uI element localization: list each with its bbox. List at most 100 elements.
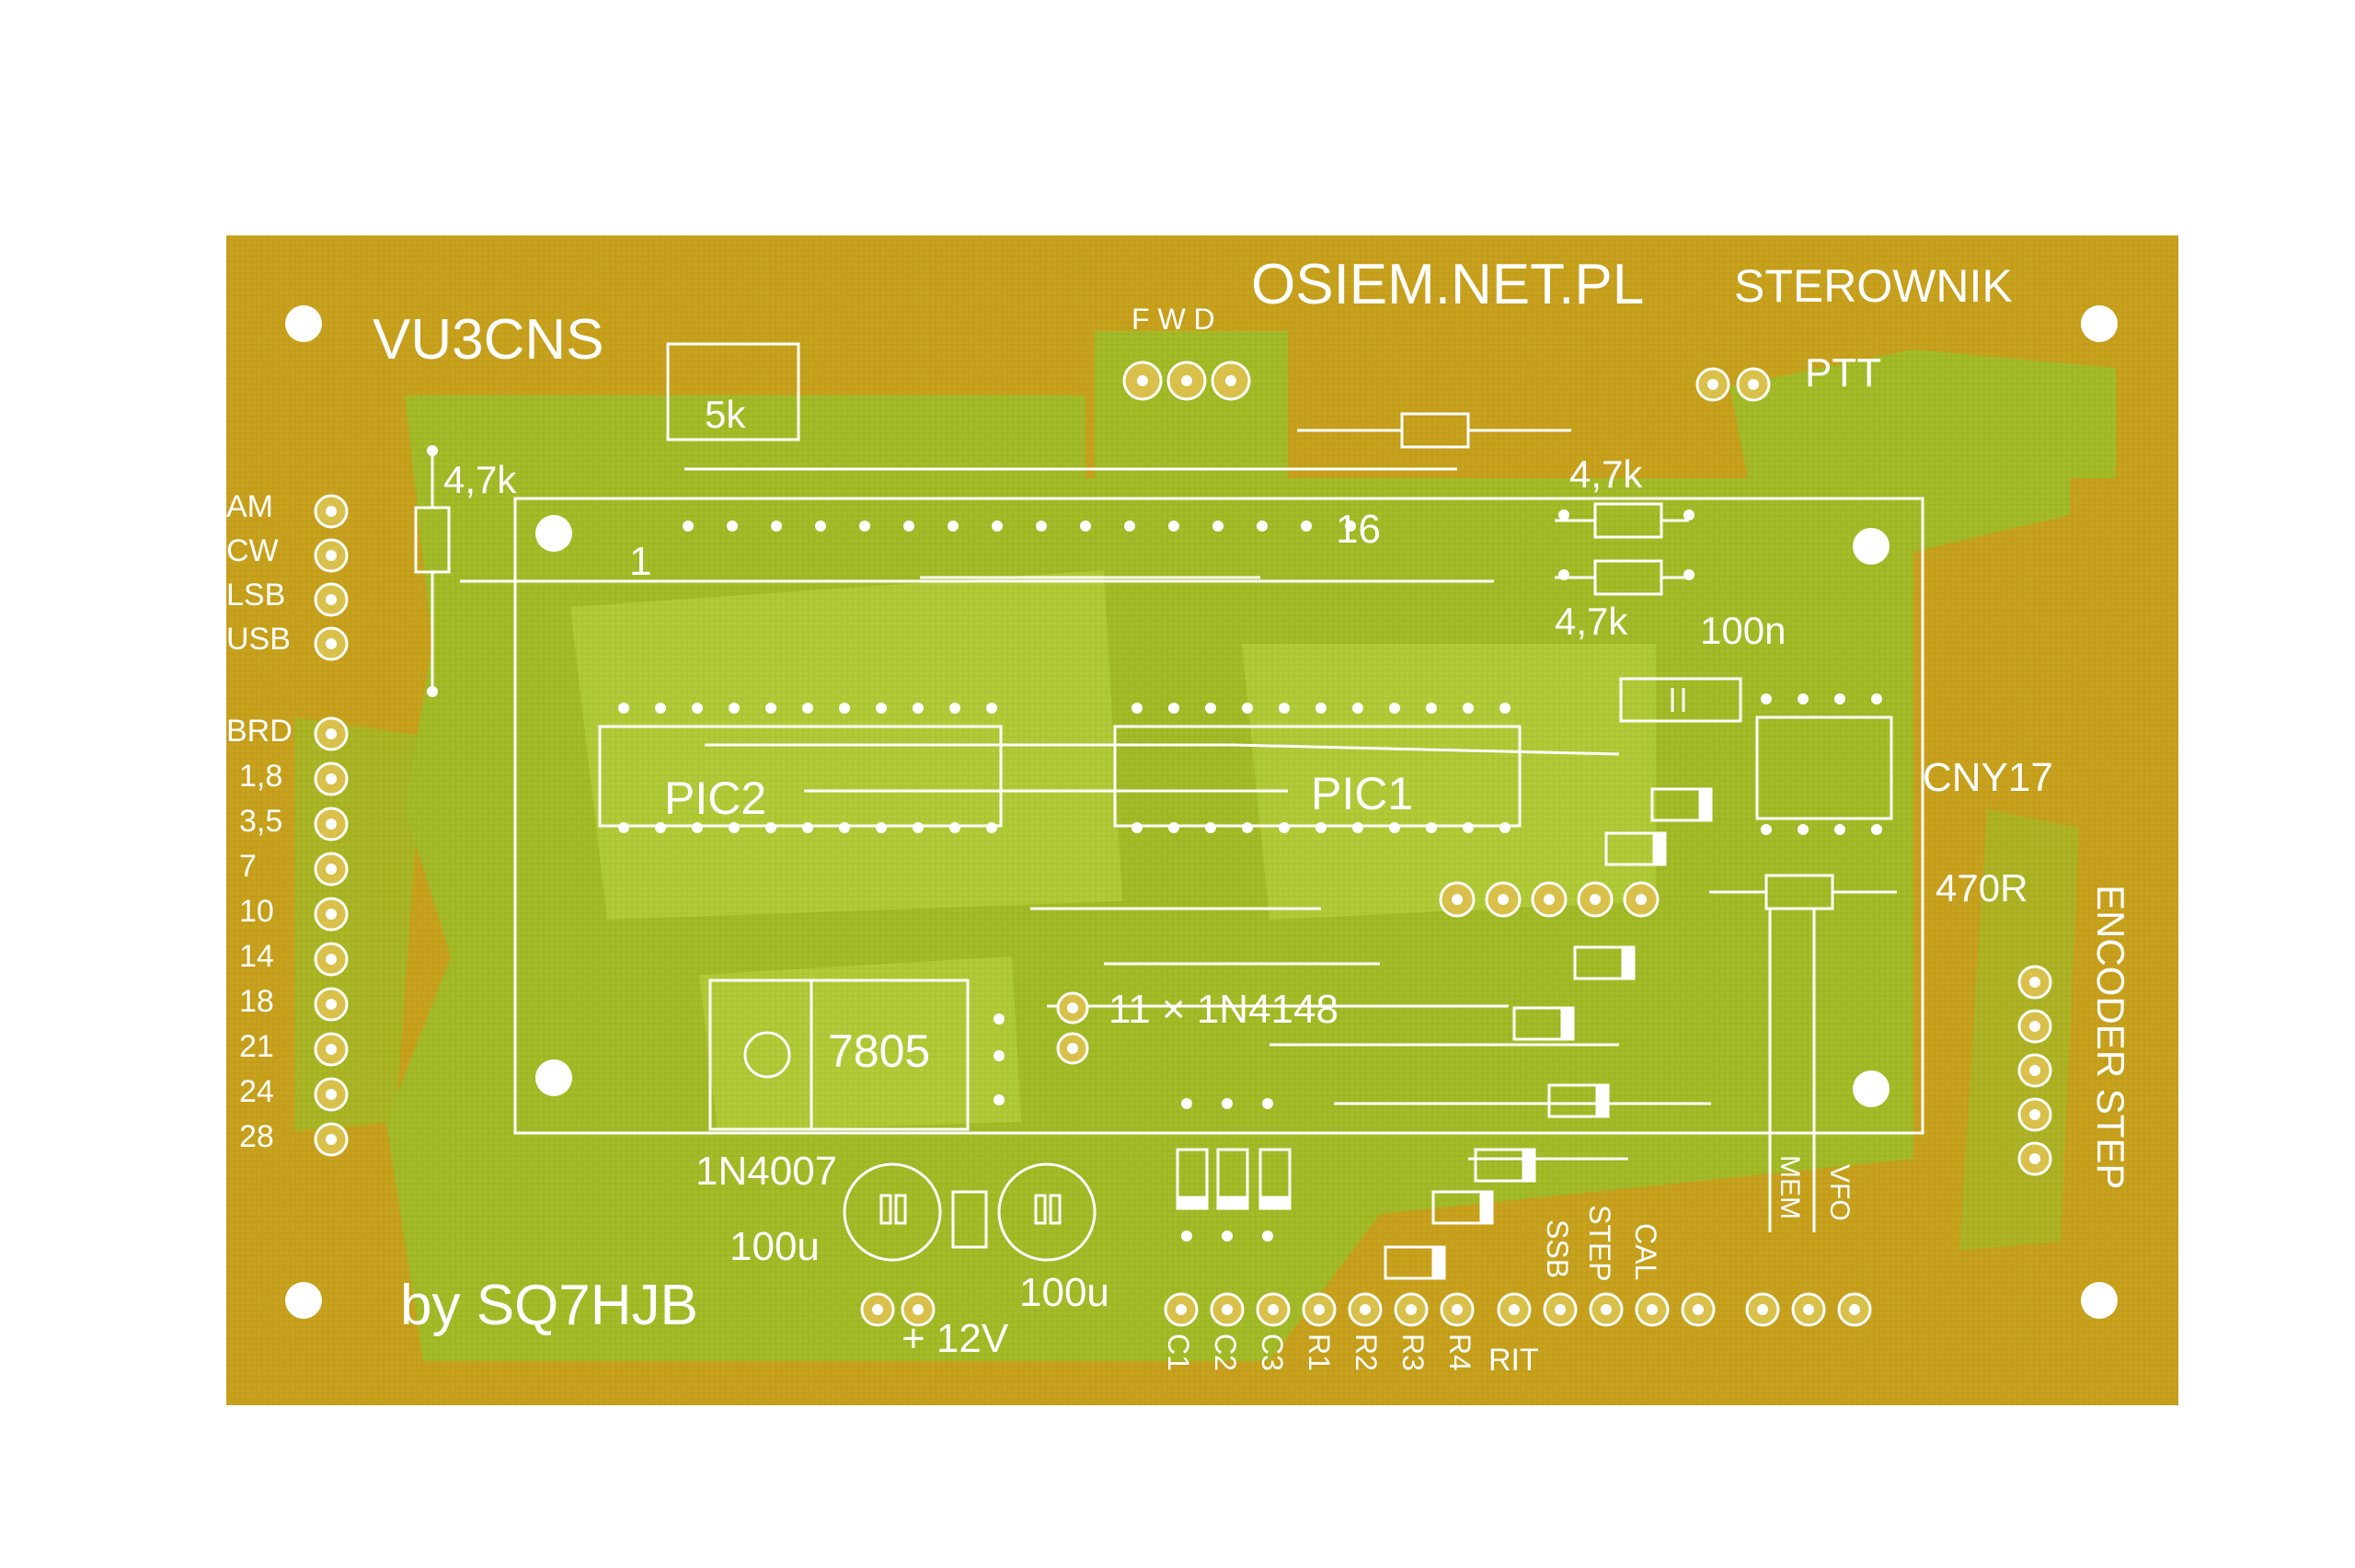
via [839, 822, 850, 833]
diode-outline [1512, 1006, 1575, 1041]
pad-hole [1452, 894, 1463, 905]
pad-hole [1181, 375, 1192, 386]
via [1181, 1098, 1192, 1109]
diode-outline [1384, 1245, 1446, 1280]
via [876, 822, 887, 833]
via [1205, 703, 1216, 714]
pic2-outline [598, 725, 1003, 828]
regulator-label: 7805 [828, 1025, 930, 1077]
pot-label: 5k [705, 393, 746, 436]
diode-outline [1573, 945, 1636, 980]
band-label: 10 [239, 894, 274, 929]
via [1279, 703, 1290, 714]
via [1345, 521, 1356, 532]
pad-hole [1225, 375, 1236, 386]
pad-hole [2029, 977, 2040, 988]
via [992, 521, 1003, 532]
pad-hole [326, 1044, 337, 1055]
mode-label: AM [226, 489, 273, 524]
pad-hole [1707, 379, 1718, 390]
via [1257, 521, 1268, 532]
via [986, 822, 997, 833]
pad-hole [1647, 1304, 1658, 1315]
via [1132, 822, 1143, 833]
via [1080, 521, 1091, 532]
pad-hole [1693, 1304, 1704, 1315]
bottom-pin-label: C1 [1162, 1333, 1195, 1371]
r-left-label: 4,7k [443, 458, 517, 501]
via [1389, 703, 1400, 714]
fwd-label: F W D [1132, 303, 1215, 336]
pad-hole [1314, 1304, 1325, 1315]
diode-power-label: 1N4007 [695, 1149, 837, 1194]
pad-hole [2029, 1153, 2040, 1164]
via [986, 703, 997, 714]
model-text: VU3CNS [373, 308, 604, 372]
pad-hole [1498, 894, 1509, 905]
pad-hole [1176, 1304, 1187, 1315]
pad-hole [1601, 1304, 1612, 1315]
via [1301, 521, 1312, 532]
via [729, 822, 740, 833]
pad-hole [1452, 1304, 1463, 1315]
via [1242, 703, 1253, 714]
opto-label: CNY17 [1923, 755, 2053, 800]
band-label: 7 [239, 849, 257, 884]
diode-outline [1176, 1148, 1209, 1210]
r-top-label: 4,7k [1569, 452, 1643, 496]
pad-hole [326, 954, 337, 965]
pad-hole [1748, 379, 1759, 390]
pad-hole [326, 594, 337, 605]
via [1279, 822, 1290, 833]
via [1798, 824, 1809, 835]
regulator-outline [708, 979, 970, 1131]
via [913, 822, 924, 833]
band-label: 21 [239, 1029, 274, 1064]
pad-hole [1544, 894, 1555, 905]
pad-hole [872, 1304, 883, 1315]
via [1315, 822, 1327, 833]
pot-outline [666, 342, 800, 441]
diode-outline [1604, 831, 1667, 866]
via [1463, 822, 1474, 833]
via [1389, 822, 1400, 833]
via [1222, 1098, 1233, 1109]
via [1871, 693, 1882, 704]
pad-hole [1137, 375, 1148, 386]
bottom-pin-label: R3 [1396, 1333, 1430, 1371]
subtitle-text: STEROWNIK [1734, 260, 2013, 312]
diodes-label: 11 × 1N4148 [1109, 987, 1338, 1032]
pad-hole [1222, 1304, 1233, 1315]
via [1352, 822, 1363, 833]
via [1834, 693, 1845, 704]
pad-hole [1268, 1304, 1279, 1315]
via [1798, 693, 1809, 704]
band-label: 3,5 [239, 804, 282, 839]
pad-hole [913, 1304, 924, 1315]
pad-hole [326, 506, 337, 517]
via [913, 703, 924, 714]
solder-pads [314, 361, 2052, 1327]
pad-hole [1406, 1304, 1417, 1315]
cap-label: 100n [1700, 609, 1786, 652]
diode-outline [1431, 1190, 1494, 1225]
mem-label: MEM [1775, 1155, 1805, 1219]
via [427, 445, 438, 456]
via [994, 1050, 1005, 1061]
band-label: 18 [239, 984, 274, 1019]
pad-hole [326, 909, 337, 920]
display-outline [513, 497, 1924, 1135]
pad-hole [1803, 1304, 1814, 1315]
pad-hole [1757, 1304, 1768, 1315]
mode-label: CW [226, 533, 279, 568]
via [876, 703, 887, 714]
vfo-label: VFO [1824, 1164, 1855, 1221]
via [1242, 822, 1253, 833]
via [1352, 703, 1363, 714]
bottom-right-label: STEP [1583, 1205, 1616, 1282]
title-text: OSIEM.NET.PL [1251, 253, 1644, 316]
mounting-holes [285, 305, 2118, 1319]
via [802, 703, 813, 714]
pad-hole [326, 1134, 337, 1145]
pad-hole [1849, 1304, 1860, 1315]
